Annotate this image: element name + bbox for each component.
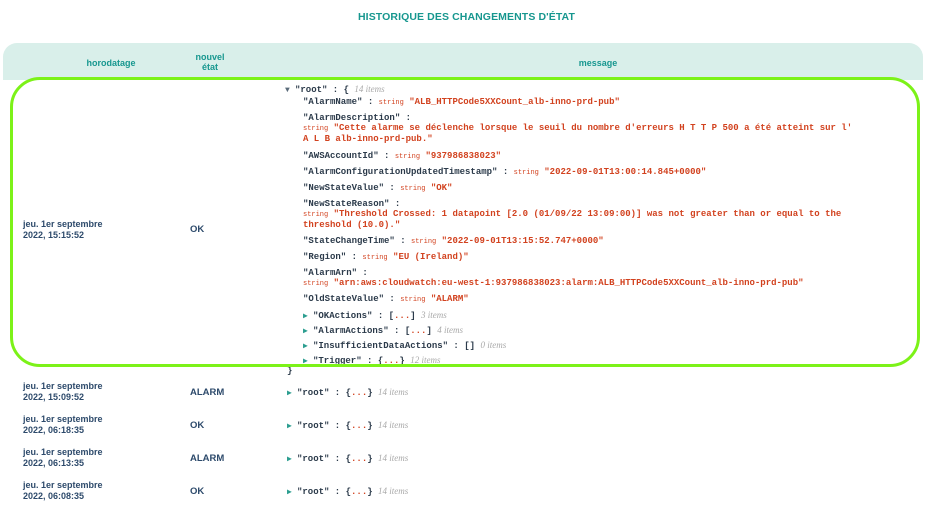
caret-right-icon[interactable]: ▶	[287, 389, 292, 398]
json-node-insufficientdataactions[interactable]: ▶"InsufficientDataActions" : [] 0 items	[303, 340, 507, 351]
caret-right-icon[interactable]: ▶	[287, 422, 292, 431]
state-cell: OK	[190, 486, 205, 497]
json-field-newstatevalue: "NewStateValue" : string "OK"	[303, 183, 453, 193]
json-node-okactions[interactable]: ▶"OKActions" : [...] 3 items	[303, 310, 447, 321]
timestamp-cell: jeu. 1er septembre 2022, 15:09:52	[23, 381, 103, 402]
json-root-node[interactable]: ▶"root" : {...} 14 items	[287, 453, 409, 464]
column-header-state[interactable]: nouvel état	[180, 52, 240, 72]
state-cell: ALARM	[190, 453, 225, 464]
json-root-node[interactable]: ▶"root" : {...} 14 items	[287, 420, 409, 431]
table-row[interactable]: jeu. 1er septembre 2022, 15:09:52 ALARM …	[0, 381, 933, 409]
column-header-state-line1: nouvel	[195, 52, 225, 62]
caret-down-icon[interactable]: ▼	[285, 86, 290, 95]
caret-right-icon[interactable]: ▶	[287, 488, 292, 497]
column-header-state-line2: état	[201, 62, 218, 72]
state-cell: OK	[190, 224, 205, 235]
json-field-region: "Region" : string "EU (Ireland)"	[303, 252, 469, 262]
state-cell: ALARM	[190, 387, 225, 398]
json-field-alarmdescription-value-cont: A L B alb-inno-prd-pub."	[303, 134, 433, 144]
column-header-message[interactable]: message	[578, 58, 618, 68]
json-root-node[interactable]: ▼"root" : { 14 items	[285, 84, 385, 95]
state-cell: OK	[190, 420, 205, 431]
table-row[interactable]: jeu. 1er septembre 2022, 06:18:35 OK ▶"r…	[0, 414, 933, 442]
caret-right-icon[interactable]: ▶	[287, 455, 292, 464]
json-field-alarmdescription-value: string "Cette alarme se déclenche lorsqu…	[303, 123, 853, 133]
json-field-newstatereason-value-cont: threshold (10.0)."	[303, 220, 401, 230]
caret-right-icon[interactable]: ▶	[303, 357, 308, 366]
caret-right-icon[interactable]: ▶	[303, 342, 308, 351]
json-field-alarmdescription-key: "AlarmDescription" :	[303, 113, 412, 123]
timestamp-cell: jeu. 1er septembre 2022, 06:18:35	[23, 414, 103, 435]
caret-right-icon[interactable]: ▶	[303, 327, 308, 336]
table-row[interactable]: jeu. 1er septembre 2022, 06:08:35 OK ▶"r…	[0, 480, 933, 508]
page-title: HISTORIQUE DES CHANGEMENTS D'ÉTAT	[358, 11, 575, 23]
json-root-node[interactable]: ▶"root" : {...} 14 items	[287, 387, 409, 398]
json-node-alarmactions[interactable]: ▶"AlarmActions" : [...] 4 items	[303, 325, 463, 336]
json-field-alarmname: "AlarmName" : string "ALB_HTTPCode5XXCou…	[303, 97, 620, 107]
json-field-oldstatevalue: "OldStateValue" : string "ALARM"	[303, 294, 469, 304]
json-root-node[interactable]: ▶"root" : {...} 14 items	[287, 486, 409, 497]
timestamp-cell: jeu. 1er septembre 2022, 15:15:52	[23, 219, 103, 241]
table-row[interactable]: jeu. 1er septembre 2022, 06:13:35 ALARM …	[0, 447, 933, 475]
table-row-expanded[interactable]: jeu. 1er septembre 2022, 15:15:52 OK ▼"r…	[0, 80, 933, 376]
timestamp-cell: jeu. 1er septembre 2022, 06:08:35	[23, 480, 103, 501]
json-field-newstatereason-key: "NewStateReason" :	[303, 199, 401, 209]
table-header: horodatage nouvel état message	[3, 43, 923, 80]
json-field-alarmarn-key: "AlarmArn" :	[303, 268, 368, 278]
json-field-newstatereason-value: string "Threshold Crossed: 1 datapoint […	[303, 209, 842, 219]
timestamp-line1: jeu. 1er septembre	[23, 219, 103, 229]
caret-right-icon[interactable]: ▶	[303, 312, 308, 321]
json-root-close: }	[287, 366, 293, 376]
json-field-statechangetime: "StateChangeTime" : string "2022-09-01T1…	[303, 236, 604, 246]
column-header-timestamp[interactable]: horodatage	[86, 58, 136, 68]
json-field-configtimestamp: "AlarmConfigurationUpdatedTimestamp" : s…	[303, 167, 707, 177]
json-field-awsaccountid: "AWSAccountId" : string "937986838023"	[303, 151, 502, 161]
json-field-alarmarn-value: string "arn:aws:cloudwatch:eu-west-1:937…	[303, 278, 804, 288]
timestamp-line2: 2022, 15:15:52	[23, 230, 85, 240]
json-node-trigger[interactable]: ▶"Trigger" : {...} 12 items	[303, 355, 441, 366]
timestamp-cell: jeu. 1er septembre 2022, 06:13:35	[23, 447, 103, 468]
